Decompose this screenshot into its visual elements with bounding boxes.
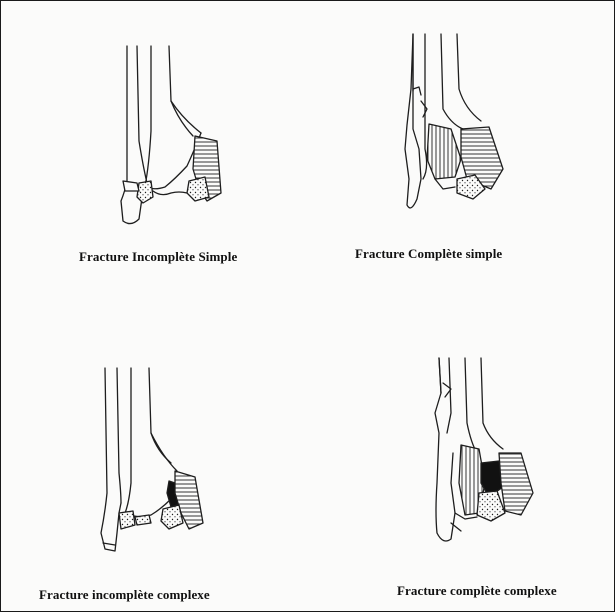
figure-caption-complete-complex: Fracture complète complexe <box>397 583 557 599</box>
figure-caption-incomplete-complex: Fracture incomplète complexe <box>39 587 210 603</box>
bone-illustration-incomplete-complex <box>91 363 221 563</box>
bone-illustration-complete-complex <box>421 353 551 563</box>
bone-illustration-incomplete-simple <box>109 41 239 231</box>
figure-caption-incomplete-simple: Fracture Incomplète Simple <box>79 249 237 265</box>
figure-caption-complete-simple: Fracture Complète simple <box>355 246 502 262</box>
bone-illustration-complete-simple <box>391 29 521 219</box>
